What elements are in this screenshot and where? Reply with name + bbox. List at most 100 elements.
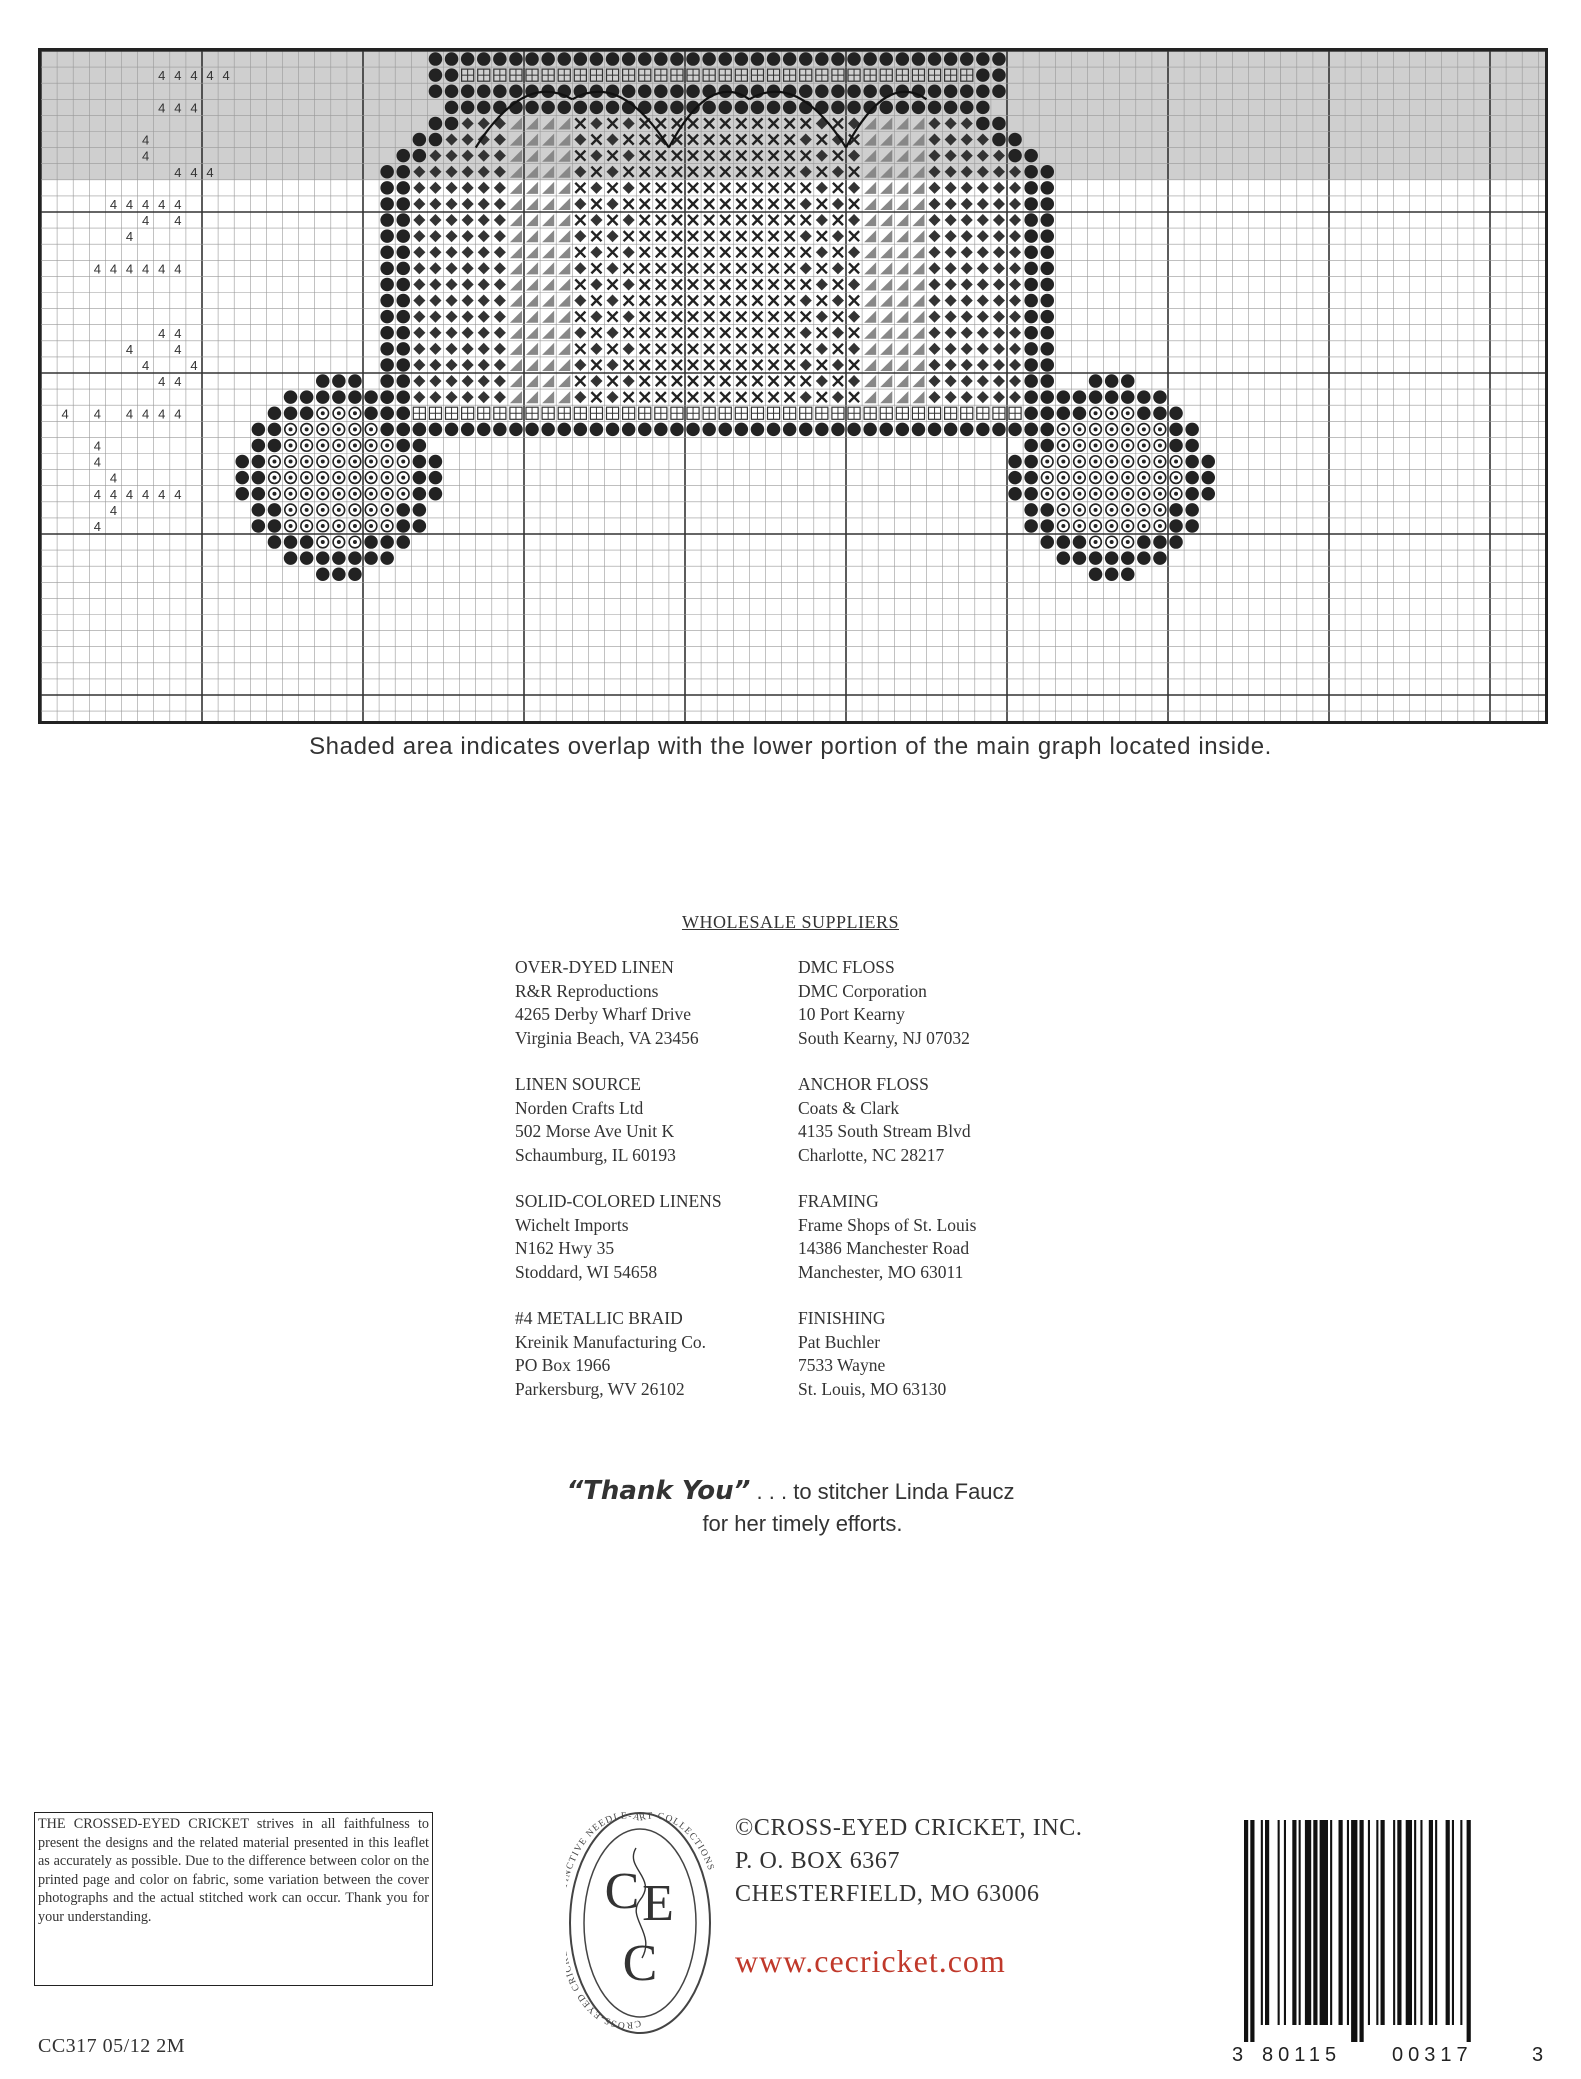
stitch-four: 4	[174, 213, 181, 228]
stitch-diamond	[1009, 310, 1022, 323]
stitch-diamond	[493, 294, 506, 307]
stitch-ring	[300, 422, 314, 436]
stitch-ring	[1040, 471, 1054, 485]
stitch-dot	[235, 454, 250, 469]
stitch-diamond	[976, 326, 989, 339]
website-link[interactable]: www.cecricket.com	[735, 1943, 1006, 1979]
supplier-city: Charlotte, NC 28217	[798, 1144, 945, 1165]
stitch-cross	[751, 117, 764, 130]
stitch-cross	[638, 294, 651, 307]
supplier-linen-source: LINEN SOURCE Norden Crafts Ltd 502 Morse…	[515, 1073, 785, 1167]
stitch-diamond	[976, 342, 989, 355]
stitch-ring	[1105, 519, 1119, 533]
stitch-dot	[1153, 535, 1167, 549]
stitch-diamond	[815, 375, 828, 388]
stitch-cross	[703, 246, 716, 259]
supplier-category: FINISHING	[798, 1308, 886, 1328]
stitch-diamond	[815, 181, 828, 194]
stitch-cross	[654, 181, 667, 194]
stitch-dot	[380, 229, 394, 243]
stitch-cross	[751, 375, 764, 387]
stitch-half	[896, 230, 909, 243]
stitch-dot	[235, 470, 250, 485]
stitch-diamond	[493, 197, 506, 210]
stitch-half	[864, 133, 877, 146]
stitch-cross	[687, 262, 699, 275]
stitch-dot	[1040, 164, 1055, 179]
barcode-bar	[1414, 1820, 1417, 2025]
stitch-half	[558, 165, 571, 178]
stitch-diamond	[477, 375, 490, 388]
stitch-diamond	[992, 214, 1005, 227]
stitch-cross	[703, 359, 716, 371]
stitch-dot	[589, 52, 604, 66]
stitch-half	[912, 214, 925, 227]
stitch-cross	[606, 246, 619, 259]
stitch-ring	[1153, 487, 1167, 501]
stitch-dot	[1024, 213, 1038, 227]
stitch-ring	[348, 487, 362, 501]
stitch-four: 4	[158, 261, 165, 276]
stitch-dot	[782, 100, 797, 115]
stitch-dot	[283, 535, 298, 549]
stitch-dot	[1040, 181, 1055, 195]
stitch-dot	[863, 52, 877, 66]
stitch-diamond	[590, 375, 603, 388]
stitch-diamond	[461, 165, 474, 178]
stitch-dot	[815, 100, 829, 115]
stitch-diamond	[960, 214, 973, 227]
stitch-ring	[1040, 487, 1054, 501]
stitch-ring	[304, 491, 309, 496]
stitch-ring	[1121, 438, 1135, 453]
stitch-half	[896, 262, 909, 275]
stitch-diamond	[574, 197, 587, 210]
stitch-dot	[396, 261, 411, 276]
stitch-ring	[1072, 503, 1087, 517]
stitch-four: 4	[158, 487, 165, 502]
stitch-ring	[1137, 519, 1151, 533]
stitch-cross	[622, 326, 635, 339]
stitch-diamond	[429, 230, 442, 243]
stitch-ring	[396, 454, 410, 469]
stitch-cross	[687, 214, 699, 226]
stitch-dot	[460, 422, 475, 437]
stitch-cross	[815, 133, 828, 146]
stitch-dot	[380, 551, 394, 565]
stitch-ring	[332, 438, 346, 453]
stitch-diamond	[622, 149, 635, 162]
stitch-four: 4	[126, 342, 133, 357]
stitch-ring	[1077, 475, 1082, 480]
stitch-diamond	[606, 391, 619, 404]
stitch-diamond	[413, 246, 426, 259]
stitch-ring	[1093, 427, 1098, 432]
stitch-dot	[493, 84, 507, 99]
stitch-cross	[783, 391, 796, 404]
stitch-dot	[299, 535, 314, 549]
stitch-diamond	[413, 278, 426, 291]
stitch-diamond	[461, 391, 474, 404]
stitch-half	[880, 342, 893, 355]
stitch-cross	[751, 214, 764, 226]
stitch-ring	[1153, 454, 1167, 469]
stitch-dot	[364, 406, 378, 421]
stitch-diamond	[622, 117, 635, 130]
stitch-diamond	[477, 278, 490, 291]
stitch-diamond	[461, 181, 474, 194]
stitch-half	[896, 246, 909, 259]
stitch-cross	[767, 326, 780, 339]
stitch-dot	[396, 390, 411, 404]
stitch-diamond	[445, 375, 458, 388]
stitch-ring	[348, 438, 362, 453]
barcode-bar	[1244, 1820, 1249, 2042]
stitch-half	[912, 391, 925, 404]
stitch-dot	[702, 52, 716, 66]
stitch-ring	[1040, 454, 1054, 469]
stitch-dot	[315, 374, 330, 388]
stitch-dot	[541, 100, 555, 115]
stitch-dot	[1169, 422, 1183, 437]
stitch-cross	[703, 149, 716, 162]
stitch-dot	[444, 116, 459, 131]
stitch-diamond	[429, 278, 442, 291]
stitch-dot	[959, 100, 974, 115]
stitch-ring	[1121, 535, 1135, 549]
